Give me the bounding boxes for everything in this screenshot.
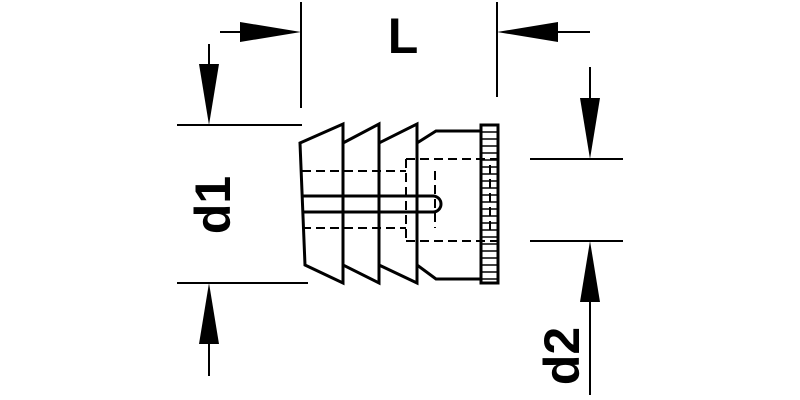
flange-knurl-texture xyxy=(481,131,498,280)
d1-arrow-top xyxy=(199,64,219,125)
d1-label: d1 xyxy=(185,176,241,234)
length-label: L xyxy=(388,8,419,64)
length-dimension: L xyxy=(220,2,590,108)
knurled-flange xyxy=(479,123,500,285)
axial-slot xyxy=(302,194,443,214)
d2-arrow-bottom xyxy=(580,241,600,302)
barb-ring-3 xyxy=(377,121,419,286)
threaded-insert-body xyxy=(298,121,500,286)
outer-diameter-dimension: d1 xyxy=(177,44,308,376)
collar xyxy=(415,129,483,281)
length-arrow-left xyxy=(240,22,301,42)
d2-arrow-top xyxy=(580,98,600,159)
barb-ring-2 xyxy=(341,121,381,286)
length-arrow-right xyxy=(497,22,558,42)
d2-label: d2 xyxy=(534,327,590,385)
hidden-lines xyxy=(302,158,497,242)
d1-arrow-bottom xyxy=(199,283,219,344)
barb-ring-1 xyxy=(298,121,345,286)
inner-diameter-dimension: d2 xyxy=(530,67,623,395)
